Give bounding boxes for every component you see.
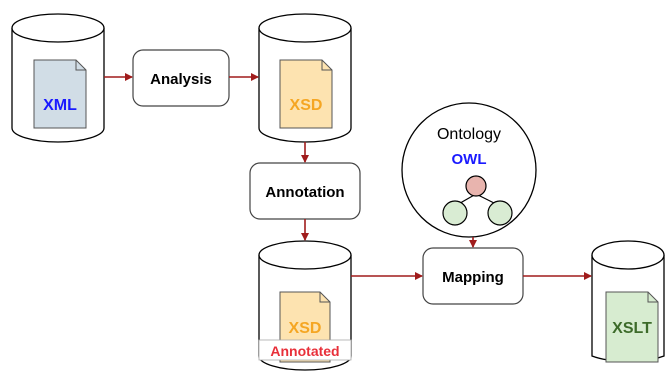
xml-label: XML — [43, 97, 77, 114]
ontology-circle: Ontology OWL — [401, 102, 537, 238]
xml-document-icon — [33, 59, 87, 129]
annotation-box: Annotation — [249, 162, 361, 220]
ontology-graph-icon — [442, 175, 513, 226]
mapping-label: Mapping — [442, 269, 504, 286]
xslt-database: XSLT — [591, 240, 665, 363]
xml-database: XML — [11, 13, 105, 143]
xsd-annotated-label: XSD — [289, 320, 322, 337]
xsd-label: XSD — [290, 97, 323, 114]
xsd-document-icon — [279, 59, 333, 129]
ontology-title: Ontology — [437, 126, 501, 143]
xsd-annotated-database: XSD Annotated — [258, 240, 352, 371]
xslt-document-icon — [605, 291, 659, 363]
owl-label: OWL — [452, 151, 487, 168]
annotated-tag: Annotated — [270, 343, 339, 359]
xsd-database: XSD — [258, 13, 352, 143]
analysis-box: Analysis — [132, 49, 230, 107]
annotation-label: Annotation — [265, 184, 344, 201]
mapping-box: Mapping — [422, 247, 524, 305]
xslt-label: XSLT — [612, 320, 652, 337]
annotated-tag-box — [258, 339, 352, 361]
analysis-label: Analysis — [150, 71, 212, 88]
